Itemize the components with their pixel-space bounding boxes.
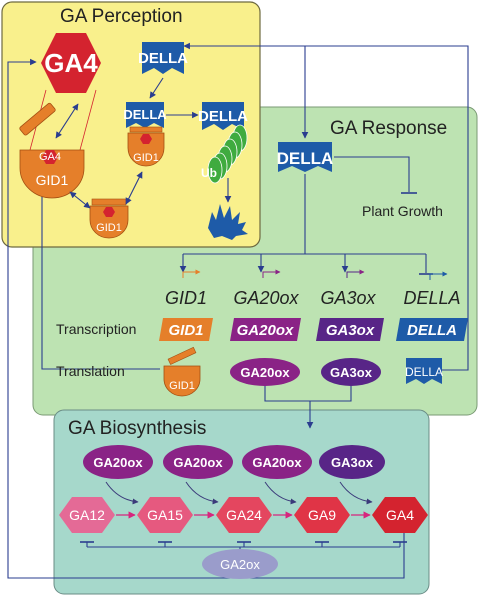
ga4-hexagon — [41, 33, 101, 93]
enzyme-ga20ox-1-label: GA20ox — [93, 455, 143, 470]
transcript-ga20ox — [230, 318, 301, 341]
della-feedback-line — [183, 42, 469, 371]
transcript-gid1-label: GID1 — [168, 322, 203, 339]
transcription-label: Transcription — [56, 321, 136, 337]
della-ub-shape — [202, 102, 244, 130]
ga4-feedback-line — [7, 58, 405, 579]
hex-ga24 — [216, 497, 272, 533]
gid1-main-label: GID1 — [36, 172, 69, 188]
enzyme-ga20ox-3 — [242, 445, 312, 479]
arrow-gid1-ga4 — [55, 103, 79, 139]
della-to-response-line — [184, 45, 309, 139]
gid1-bound-lid — [129, 126, 163, 133]
degraded-della-shape — [208, 204, 248, 240]
gid1-lower-ga-hex — [103, 207, 115, 217]
gene-della: DELLA — [403, 288, 460, 308]
enzyme-ga3ox — [319, 445, 385, 479]
enzyme-ga20ox-1 — [83, 445, 153, 479]
hex-ga24-label: GA24 — [226, 507, 262, 523]
gid1-main-ga-label: GA4 — [39, 151, 61, 163]
hex-ga9 — [294, 497, 350, 533]
della-top-shape — [142, 42, 184, 74]
biosynthesis-title: GA Biosynthesis — [68, 418, 206, 439]
gid1-lower-shape — [89, 205, 129, 239]
arrow-gid1-lower — [69, 191, 91, 209]
transcript-della — [396, 318, 468, 341]
della-inhibits-growth — [334, 156, 410, 192]
hex-ga15 — [137, 497, 193, 533]
enzyme-ga2ox-label: GA2ox — [220, 557, 260, 572]
enzyme-ga2ox — [202, 549, 278, 579]
hex-ga9-label: GA9 — [308, 507, 336, 523]
della-promoter — [429, 271, 448, 280]
arrow-lower-bound — [125, 171, 143, 205]
hex-ga4 — [372, 497, 428, 533]
protein-ga3ox-label: GA3ox — [330, 365, 373, 380]
della-response-shape — [278, 142, 332, 172]
plant-growth-label: Plant Growth — [362, 203, 443, 219]
gid1-main-lid — [19, 102, 56, 136]
hex-ga4-label: GA4 — [386, 507, 414, 523]
gid1-main-shape — [19, 149, 85, 199]
protein-gid1-lid — [167, 346, 197, 365]
transcript-ga20ox-label: GA20ox — [237, 322, 294, 339]
gid1-bound-ga-hex — [140, 134, 152, 144]
gid1-lower-lid — [91, 198, 127, 206]
enzyme-ga20ox-2-label: GA20ox — [173, 455, 223, 470]
transcript-ga3ox-label: GA3ox — [326, 322, 375, 339]
arrow-della-bound — [149, 77, 164, 99]
enzyme-ga20ox-2 — [163, 445, 233, 479]
hex-ga12-label: GA12 — [69, 507, 105, 523]
della-response-label: DELLA — [277, 149, 334, 168]
gene-gid1: GID1 — [165, 288, 207, 308]
ga3ox-promoter — [346, 269, 365, 278]
catalysis-arrow-2 — [185, 481, 219, 505]
della-top-label: DELLA — [138, 50, 188, 67]
transcript-gid1 — [159, 318, 213, 341]
ub-label: Ub — [201, 166, 217, 180]
gid1-main-ga-hex — [42, 150, 58, 164]
protein-gid1-shape — [163, 365, 201, 397]
catalysis-arrow-4 — [339, 481, 373, 505]
gid1-lower-label: GID1 — [96, 222, 122, 234]
protein-ga20ox-shape — [230, 358, 300, 386]
protein-ga20ox-label: GA20ox — [240, 365, 290, 380]
enzyme-ga3ox-label: GA3ox — [331, 455, 374, 470]
protein-gid1-label: GID1 — [169, 380, 195, 392]
protein-ga3ox-shape — [321, 358, 381, 386]
della-bound-shape — [126, 102, 164, 128]
enzyme-ga20ox-3-label: GA20ox — [252, 455, 302, 470]
gene-ga3ox: GA3ox — [320, 288, 376, 308]
transcript-ga3ox — [316, 318, 384, 341]
protein-della-label: DELLA — [405, 365, 443, 379]
ub-chain — [207, 124, 248, 184]
gid1-feedback-line — [38, 189, 160, 370]
transcript-della-label: DELLA — [407, 322, 457, 339]
gid1-bound-label: GID1 — [133, 152, 159, 164]
enzyme-bracket — [264, 386, 352, 402]
ga4-hexagon-label: GA4 — [44, 48, 98, 78]
protein-della-shape — [406, 358, 442, 384]
ga20ox-promoter — [262, 269, 281, 278]
gid1-promoter — [182, 269, 201, 278]
catalysis-arrow-1 — [105, 481, 139, 505]
gid1-bound-shape — [127, 132, 165, 167]
ga4-gid1-connector — [79, 89, 97, 151]
response-title: GA Response — [330, 118, 447, 139]
della-ub-label: DELLA — [198, 108, 248, 125]
gene-ga20ox: GA20ox — [233, 288, 299, 308]
perception-title: GA Perception — [60, 6, 183, 27]
translation-label: Translation — [56, 363, 125, 379]
hex-ga12 — [59, 497, 115, 533]
della-bound-label: DELLA — [123, 107, 167, 122]
catalysis-arrow-3 — [264, 481, 297, 505]
hex-ga15-label: GA15 — [147, 507, 183, 523]
